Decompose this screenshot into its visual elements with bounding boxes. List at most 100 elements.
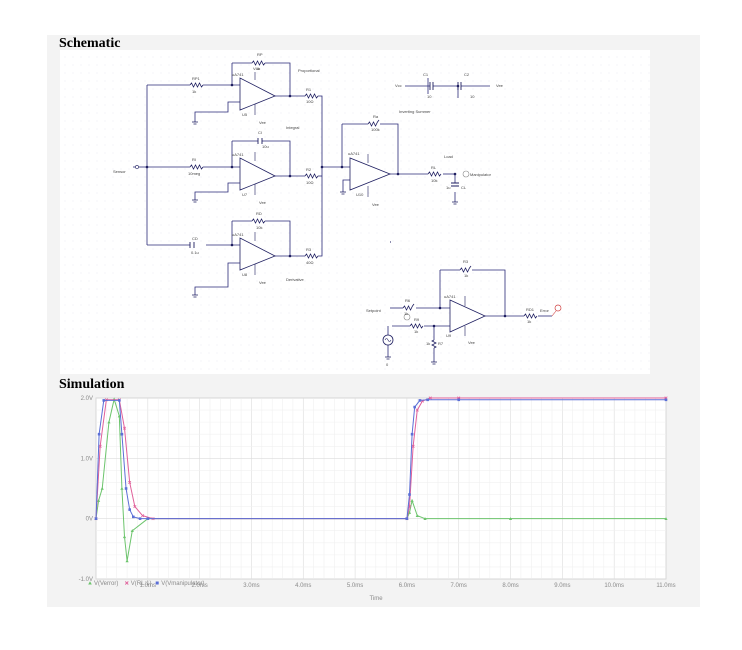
plot-grid	[95, 397, 667, 580]
label-vcc-u5: Vcc	[253, 66, 260, 71]
simulation-heading: Simulation	[59, 377, 125, 392]
data-point	[130, 529, 134, 533]
legend-entry: V(Verror)	[94, 581, 118, 587]
op-amp-u7	[239, 157, 276, 191]
label-r2: R2	[306, 167, 312, 172]
data-point	[133, 505, 137, 509]
data-point	[100, 486, 104, 490]
label-rp: RP	[257, 52, 263, 57]
legend-marker	[88, 581, 92, 585]
label-r1: R1	[306, 87, 312, 92]
label-rd-value: 10k	[256, 225, 262, 230]
voltage-probe-icon	[462, 170, 470, 178]
x-tick-label: 2.0ms	[191, 583, 207, 589]
label-c2: C2	[464, 72, 470, 77]
label-ri: RI	[192, 157, 196, 162]
label-r2-value: 10Ω	[306, 180, 313, 185]
data-point	[411, 444, 415, 448]
data-point	[407, 511, 412, 514]
junction-dots	[145, 83, 507, 328]
label-r7: R7	[438, 341, 444, 346]
label-integral: Integral	[286, 125, 299, 130]
label-r1-value: 10Ω	[306, 99, 313, 104]
label-r7-value: 1k	[426, 341, 430, 346]
label-r6: R6	[405, 298, 411, 303]
label-proportional: Proportional	[298, 68, 320, 73]
label-rr-value: 1k	[464, 273, 468, 278]
data-point	[410, 432, 414, 436]
label-c1: C1	[423, 72, 429, 77]
y-tick-label: 1.0V	[81, 456, 93, 462]
data-point	[146, 517, 150, 520]
x-tick-label: 6.0ms	[399, 583, 415, 589]
plot-series	[94, 396, 668, 563]
capacitors	[189, 82, 462, 248]
data-point	[423, 517, 427, 520]
schematic-canvas: RP 1k RP1 1k Proportional uA741 U5 R1 10…	[60, 50, 650, 374]
op-amp-u5	[239, 77, 276, 111]
label-ci-value: 10u	[262, 144, 269, 149]
label-rp1-value: 1k	[192, 89, 196, 94]
data-point	[405, 517, 409, 520]
label-r3-value: 40Ω	[306, 260, 313, 265]
label-cd-value: 0.1u	[191, 250, 199, 255]
label-setpoint: Setpoint	[366, 308, 382, 313]
label-ua741-u9: uA741	[444, 294, 456, 299]
data-point	[457, 398, 461, 402]
label-rp-value: 1k	[256, 66, 260, 71]
label-sensor: Sensor	[113, 169, 126, 174]
label-r9-value: 1k	[414, 329, 418, 334]
plot-area	[95, 397, 667, 580]
data-point	[141, 514, 145, 518]
schematic-labels: RP 1k RP1 1k Proportional uA741 U5 R1 10…	[113, 52, 550, 367]
op-amp-u9	[449, 299, 486, 333]
label-rr: R3	[463, 259, 469, 264]
label-vee-u7: Vee	[259, 200, 267, 205]
data-point	[120, 486, 124, 490]
label-ua741-u10: uA741	[348, 151, 360, 156]
label-error: Error	[540, 308, 550, 313]
label-load: Load	[444, 154, 453, 159]
sensor-terminal-icon	[135, 165, 139, 169]
label-ri-value: 10meg	[188, 171, 200, 176]
data-point	[138, 517, 142, 520]
data-point	[124, 487, 128, 490]
data-point	[98, 444, 102, 448]
schematic-diagram: RP 1k RP1 1k Proportional uA741 U5 R1 10…	[60, 50, 650, 374]
data-point	[410, 498, 414, 502]
schematic-heading: Schematic	[59, 36, 121, 51]
label-manipulator: Manipulator	[470, 172, 492, 177]
label-rp1: RP1	[192, 76, 201, 81]
x-tick-label: 9.0ms	[554, 583, 570, 589]
data-point	[428, 396, 432, 400]
x-tick-label: 10.0ms	[604, 583, 624, 589]
wires	[133, 62, 552, 362]
op-amp-supply-pins	[254, 72, 466, 336]
legend-entry: V(Vmanipulator)	[161, 581, 204, 587]
label-rl: RL	[431, 165, 437, 170]
data-point	[97, 432, 101, 436]
label-u9: U9	[446, 333, 452, 338]
label-inverting-summer: Inverting Summer	[399, 109, 431, 114]
plot-legend: V(Verror) V(RL:1) V(Vmanipulator)	[88, 581, 205, 587]
label-vee-u9: Vee	[468, 340, 476, 345]
x-tick-label: 7.0ms	[451, 583, 467, 589]
y-tick-label: 2.0V	[81, 396, 93, 402]
legend-entry: V(RL:1)	[131, 581, 152, 587]
data-point	[132, 515, 135, 519]
error-probe-icon	[554, 304, 562, 312]
label-vee-u8: Vee	[259, 280, 267, 285]
legend-marker	[124, 581, 129, 585]
data-point	[122, 426, 127, 430]
label-u8: U8	[242, 272, 248, 277]
data-point	[508, 517, 513, 520]
label-u5: U5	[242, 112, 248, 117]
label-ground-zero: 0	[386, 362, 389, 367]
label-rd1: RD1	[526, 307, 535, 312]
label-rl-value: 10k	[431, 178, 437, 183]
data-point	[107, 420, 111, 424]
label-r9: R9	[414, 317, 420, 322]
